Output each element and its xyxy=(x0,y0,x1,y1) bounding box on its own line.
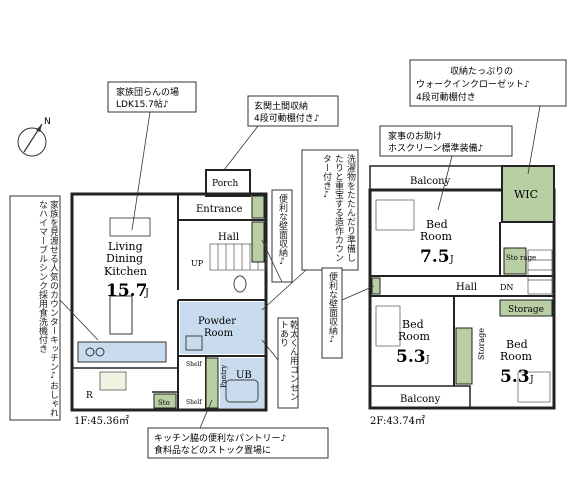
bed-frame-3 xyxy=(517,371,551,403)
floor1-area: 1F:45.36㎡ xyxy=(74,415,129,427)
housework-callout-1: 家事のお助け xyxy=(388,130,442,142)
porch-label: Porch xyxy=(212,179,238,189)
wall-storage-1f-callout: 便利な壁面収納♪ xyxy=(277,194,287,267)
shelf-b-label: Shelf xyxy=(186,399,202,406)
callout-leaders xyxy=(59,105,541,429)
ub-label: UB xyxy=(236,370,252,381)
shoes-storage xyxy=(251,195,265,219)
housework-callout-2: ホスクリーン標準装備♪ xyxy=(388,142,483,154)
storage-vert-fill xyxy=(455,327,473,385)
bed3-unit: J xyxy=(529,375,534,385)
ldk-line1: Living xyxy=(108,240,143,253)
bed1-line2: Room xyxy=(420,230,453,243)
bed3-line2: Room xyxy=(500,350,533,363)
storage-right-label: Storage xyxy=(508,305,544,315)
balcony-bottom-label: Balcony xyxy=(400,394,441,405)
bath-fill xyxy=(220,358,264,408)
floor2-plan: Balcony WIC Bed Room 7.5 J Sto rage Hall… xyxy=(368,165,556,427)
kitchen-counter xyxy=(77,341,167,363)
pantry-callout-2: 食料品などのストック置場に xyxy=(154,444,271,456)
bed-frame-2 xyxy=(375,305,401,347)
floor2-area: 2F:43.74㎡ xyxy=(370,415,425,427)
bed2-line1: Bed xyxy=(402,318,424,331)
wic-label: WIC xyxy=(514,188,538,201)
wall-storage-1f xyxy=(251,221,265,263)
balcony-top-label: Balcony xyxy=(410,176,451,187)
bathtub xyxy=(225,379,259,403)
bed3-size: 5.3 xyxy=(500,367,530,387)
pantry-label: Pantry xyxy=(220,365,228,388)
entrance-storage-callout-1: 玄関土間収納 xyxy=(254,100,308,112)
storage-small-label: Sto rage xyxy=(506,254,536,262)
bed1-line1: Bed xyxy=(426,218,448,231)
bed1-size: 7.5 xyxy=(420,247,450,267)
north-label: N xyxy=(44,117,51,127)
wic-callout-3: 4段可動棚付き xyxy=(416,91,476,103)
compass-icon: N xyxy=(17,117,51,157)
up-label: UP xyxy=(191,259,204,268)
hall-1f-label: Hall xyxy=(218,232,239,243)
powder-line2: Room xyxy=(204,328,234,339)
floor1-plan: Porch Entrance Hall UP Living Dining Kit… xyxy=(70,169,268,427)
wic-fill xyxy=(501,165,555,223)
dining-table xyxy=(109,295,133,335)
toilet xyxy=(233,275,247,293)
storage-vert-label: Storage xyxy=(477,328,486,360)
sto-label: Sto xyxy=(158,399,170,407)
ldk-unit: J xyxy=(144,288,149,299)
bed2-size: 5.3 xyxy=(396,347,426,367)
island-callout: 家族を見渡せる人気のカウンターキッチン♪おしゃれなハイマーブルシンク採用食洗機付… xyxy=(37,200,58,417)
powder-line1: Powder xyxy=(198,316,236,327)
bed3-line1: Bed xyxy=(506,338,528,351)
storage-small-fill xyxy=(503,247,527,275)
wall-storage-2f-callout: 便利な壁面収納♪ xyxy=(327,272,337,345)
storage-right-fill xyxy=(499,299,553,317)
kitchen-counter-callout: 洗濯物をたたんだり準備したりと重宝する造作カウンター付き♪ xyxy=(321,154,355,262)
callout-boxes xyxy=(9,59,567,459)
bed-frame-1 xyxy=(375,199,415,231)
bed2-unit: J xyxy=(425,355,430,365)
sofa xyxy=(109,217,151,237)
ldk-callout-2: LDK15.7帖♪ xyxy=(116,98,169,110)
dryer-callout: 乾太くん用コンセントあり xyxy=(278,320,298,401)
bed2-line2: Room xyxy=(398,330,431,343)
hall-2f-label: Hall xyxy=(456,282,477,293)
stairs xyxy=(209,243,267,271)
washbasin xyxy=(185,335,203,351)
shelf-a-label: Shelf xyxy=(186,361,202,368)
wic-callout-2: ウォークインクローゼット♪ xyxy=(416,78,530,90)
entrance-label: Entrance xyxy=(196,204,243,215)
fridge-space xyxy=(99,371,127,391)
pantry-fill xyxy=(205,357,219,409)
ldk-size: 15.7 xyxy=(106,281,147,301)
sto-fill xyxy=(153,393,177,409)
wic-callout-1: 収納たっぷりの xyxy=(450,65,513,77)
ldk-callout-1: 家族団らんの場 xyxy=(116,86,179,98)
entrance-storage-callout-2: 4段可動棚付き♪ xyxy=(254,112,319,124)
powder-room-fill xyxy=(180,302,264,354)
dn-label: DN xyxy=(500,283,513,292)
pantry-callout-1: キッチン脇の便利なパントリー♪ xyxy=(154,432,286,444)
stairs-2f xyxy=(527,249,553,295)
refrigerator-label: R xyxy=(86,391,93,401)
ldk-line2: Dining xyxy=(106,252,143,265)
bed1-unit: J xyxy=(449,255,454,265)
ldk-line3: Kitchen xyxy=(104,265,147,278)
